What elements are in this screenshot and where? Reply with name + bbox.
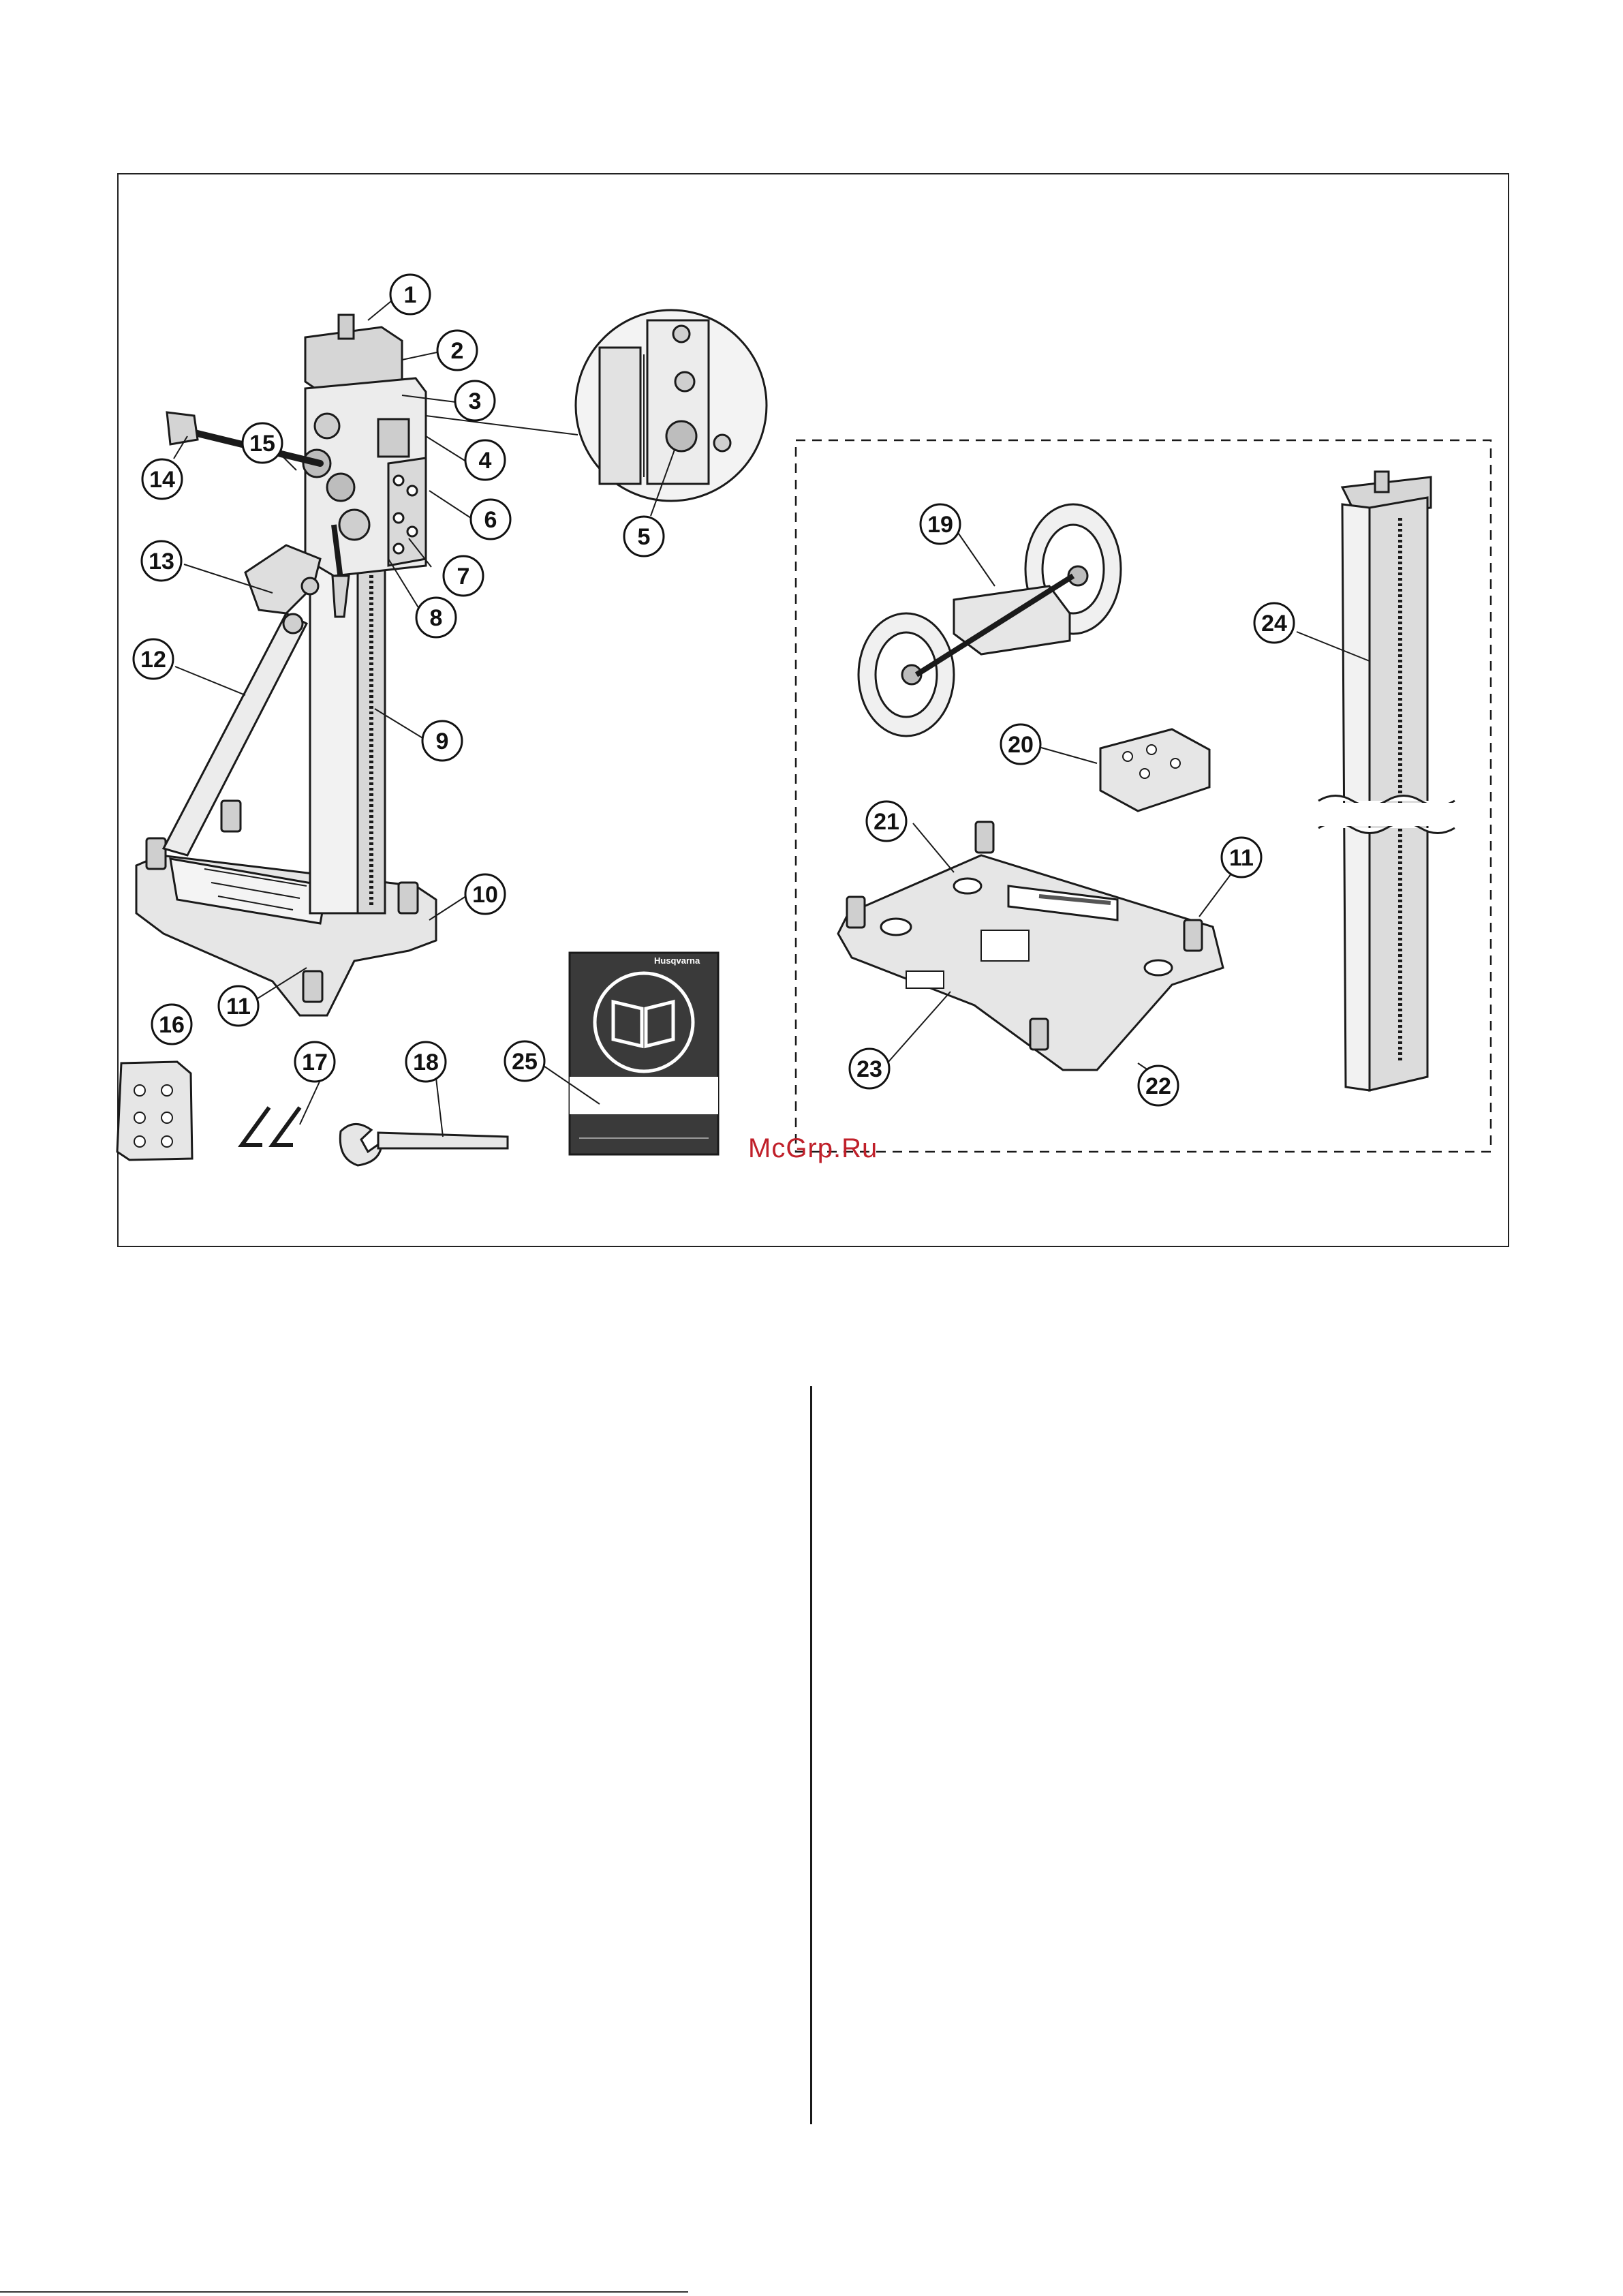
svg-text:2: 2 <box>451 338 464 364</box>
callout-18: 18 <box>406 1042 446 1082</box>
callout-23: 23 <box>850 1049 889 1088</box>
callout-8: 8 <box>416 598 456 637</box>
callout-10: 10 <box>465 874 505 914</box>
callout-7: 7 <box>444 556 483 596</box>
callout-3: 3 <box>455 381 495 420</box>
svg-text:22: 22 <box>1145 1073 1171 1099</box>
svg-text:1: 1 <box>404 282 417 308</box>
svg-text:11: 11 <box>1229 845 1254 871</box>
column-divider <box>810 1386 812 2124</box>
svg-text:3: 3 <box>469 388 482 414</box>
svg-text:19: 19 <box>927 512 953 538</box>
optional-parts-drawing <box>838 472 1458 1090</box>
callout-16: 16 <box>152 1005 191 1044</box>
callout-19: 19 <box>921 504 960 544</box>
svg-text:17: 17 <box>302 1050 328 1075</box>
svg-text:18: 18 <box>413 1050 439 1075</box>
svg-text:6: 6 <box>484 507 497 533</box>
svg-text:5: 5 <box>638 524 651 550</box>
callout-9: 9 <box>422 721 462 761</box>
svg-text:4: 4 <box>479 448 492 474</box>
svg-text:25: 25 <box>512 1049 538 1075</box>
callout-24: 24 <box>1254 603 1294 643</box>
svg-text:9: 9 <box>436 729 449 754</box>
callout-21: 21 <box>867 801 906 841</box>
callout-1: 1 <box>390 275 430 314</box>
callout-25: 25 <box>505 1041 544 1081</box>
watermark-text: McGrp.Ru <box>748 1133 878 1164</box>
parts-illustration: Husqvarna <box>0 0 1623 1295</box>
drill-stand-drawing <box>136 315 436 1015</box>
svg-text:20: 20 <box>1008 732 1034 758</box>
callout-15: 15 <box>243 423 282 463</box>
callout-14: 14 <box>142 459 182 499</box>
callout-22: 22 <box>1139 1066 1178 1105</box>
svg-text:11: 11 <box>226 994 251 1020</box>
svg-text:21: 21 <box>874 809 899 835</box>
callout-17: 17 <box>295 1042 335 1082</box>
svg-text:15: 15 <box>249 431 275 457</box>
callout-2: 2 <box>437 331 477 370</box>
callout-12: 12 <box>134 639 173 679</box>
callout-4: 4 <box>465 440 505 480</box>
svg-text:10: 10 <box>472 882 498 908</box>
callout-20: 20 <box>1001 724 1040 764</box>
svg-text:13: 13 <box>149 549 174 575</box>
callout-11-base: 11 <box>1222 838 1261 877</box>
svg-text:7: 7 <box>457 564 470 590</box>
callout-13: 13 <box>142 541 181 581</box>
svg-text:8: 8 <box>430 605 443 631</box>
bottom-rule <box>0 2291 688 2293</box>
svg-text:16: 16 <box>159 1012 185 1038</box>
svg-text:14: 14 <box>149 467 175 493</box>
callout-11-stand: 11 <box>219 986 258 1026</box>
manual-brand-text: Husqvarna <box>654 955 700 966</box>
callout-6: 6 <box>471 500 510 539</box>
svg-text:24: 24 <box>1261 611 1287 637</box>
svg-text:12: 12 <box>140 647 166 673</box>
svg-text:23: 23 <box>856 1056 882 1082</box>
callout-5: 5 <box>624 517 664 556</box>
